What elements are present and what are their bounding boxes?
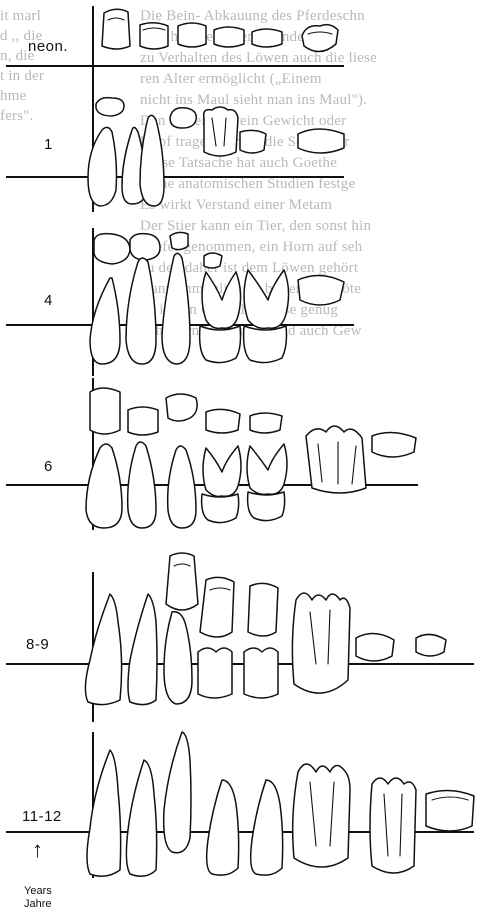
tooth-crown [140,23,168,49]
tooth-crown [302,25,338,52]
tooth [140,115,164,206]
tooth-crown [206,409,240,433]
tooth [86,444,122,528]
tooth [126,258,156,364]
tooth [370,778,416,873]
tooth-crown [166,553,198,610]
tooth [247,444,287,494]
tooth-crown [94,234,130,264]
tooth-crown [214,27,244,47]
tooth [292,593,350,693]
tooth [244,270,289,328]
tooth [126,760,156,876]
tooth [168,446,196,528]
tooth [164,732,191,853]
tooth-root [200,326,241,363]
tooth-crown [248,583,278,636]
tooth-crown [298,275,344,305]
tooth-group-6 [86,388,416,528]
tooth-root [248,492,285,521]
tooth-crown [96,98,124,116]
tooth-crown [170,232,188,249]
tooth-crown [240,130,266,153]
tooth-crown [356,633,394,661]
tooth [207,780,239,875]
tooth [204,107,238,156]
tooth [128,594,157,705]
tooth [85,594,121,705]
tooth-crown [102,9,130,49]
tooth [251,780,283,875]
tooth-group-11-12 [87,732,474,876]
tooth-crown [204,253,222,268]
tooth-crown [200,577,234,637]
tooth-group-4 [90,232,344,364]
tooth-group-8-9 [85,553,446,705]
tooth-root [202,494,239,523]
tooth-crown [416,634,446,656]
tooth [90,278,120,364]
tooth [203,446,241,496]
tooth-crown [298,129,344,153]
tooth-group-1 [88,98,344,206]
tooth-crown [128,407,158,435]
tooth-crown [178,23,206,47]
tooth-group-neon [102,9,338,51]
tooth-crown [250,413,282,433]
tooth [88,127,117,206]
tooth-crown [130,234,160,260]
tooth-crown [90,388,120,434]
tooth-crown [252,29,282,47]
tooth-crown [166,394,197,421]
tooth [128,442,156,528]
tooth-crown [306,426,366,493]
tooth-crown [198,648,232,698]
tooth-crown [372,432,416,457]
tooth-root [244,326,287,363]
tooth [202,272,241,328]
tooth-crown [244,648,278,698]
tooth [293,764,350,867]
tooth [162,253,190,364]
tooth [87,750,121,876]
tooth-crown [170,108,196,128]
tooth [164,612,192,704]
